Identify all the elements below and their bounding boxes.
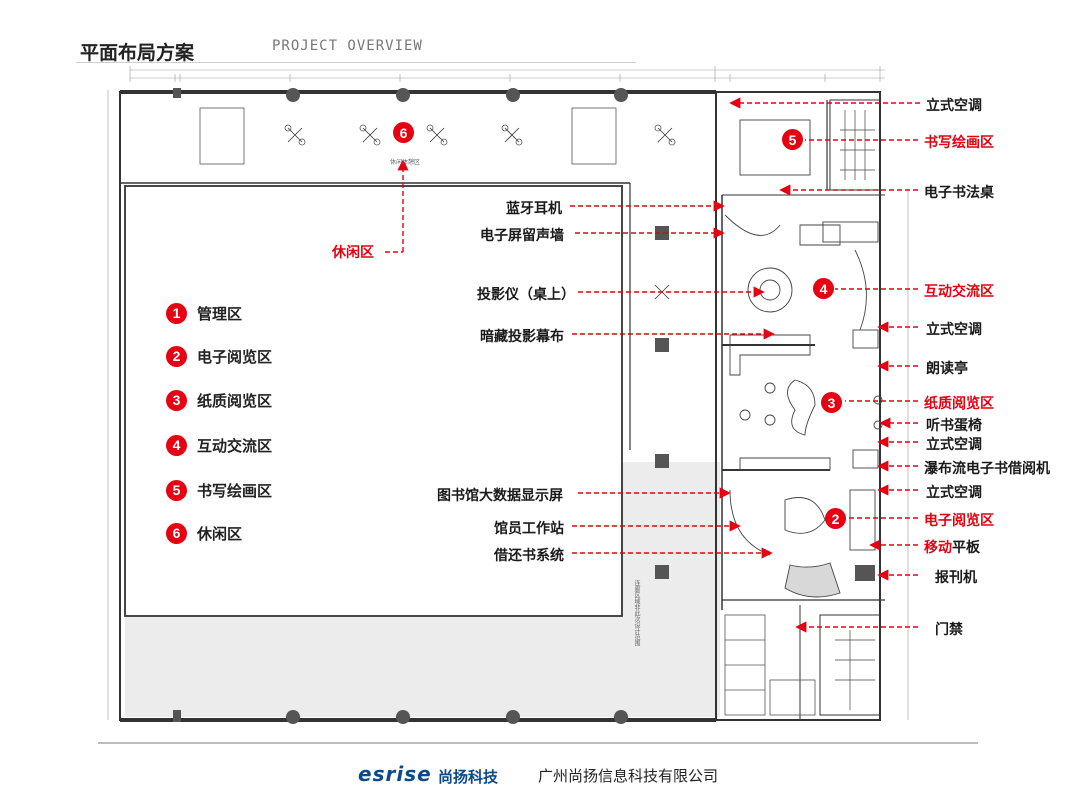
legend-number: 3 — [166, 389, 187, 411]
legend-label: 休闲区 — [197, 524, 243, 543]
callout-calligraphy: 电子书法桌 — [924, 185, 994, 201]
callout-librarian: 馆员工作站 — [494, 521, 564, 537]
restrooms — [724, 614, 816, 716]
reading-furniture — [724, 119, 883, 598]
legend-label: 互动交流区 — [197, 436, 273, 455]
legend-number: 5 — [166, 479, 187, 501]
callout-ac-3: 立式空调 — [926, 437, 982, 453]
legend-number: 4 — [166, 434, 187, 456]
leisure-furniture — [199, 107, 676, 300]
callout-egg-chair: 听书蛋椅 — [926, 418, 982, 434]
legend-number: 1 — [166, 302, 187, 324]
legend-number: 6 — [166, 522, 187, 544]
callout-tablet-red: 移动 — [924, 540, 952, 556]
management-room — [124, 185, 623, 617]
callout-ac-2: 立式空调 — [926, 322, 982, 338]
callout-tablet: 移动平板 — [924, 537, 980, 557]
stairs — [835, 110, 875, 710]
dimension-lines — [107, 66, 909, 720]
callout-lines — [385, 97, 920, 633]
map-marker-interactive: 4 — [813, 278, 834, 299]
page-subtitle: PROJECT OVERVIEW — [272, 38, 423, 54]
legend-item-leisure: 6 休闲区 — [166, 522, 242, 544]
callout-gate: 门禁 — [935, 622, 963, 638]
callout-hidden-screen: 暗藏投影幕布 — [480, 329, 564, 345]
callout-newspaper: 报刊机 — [935, 570, 977, 586]
company-name: 广州尚扬信息科技有限公司 — [538, 767, 719, 785]
legend-item-management: 1 管理区 — [166, 302, 242, 324]
map-marker-writing: 5 — [782, 129, 803, 150]
brand-logo: esrise — [358, 762, 432, 786]
columns — [173, 88, 875, 724]
brand-name: 尚扬科技 — [438, 768, 499, 786]
legend-label: 电子阅览区 — [197, 347, 273, 366]
callout-ac-1: 立式空调 — [926, 98, 982, 114]
page-title: 平面布局方案 — [80, 42, 195, 64]
callout-waterfall: 瀑布流电子书借阅机 — [924, 461, 1050, 477]
corridor-hatch-right — [622, 462, 720, 617]
legend-item-paper-reading: 3 纸质阅览区 — [166, 389, 272, 411]
callout-tablet-black: 平板 — [952, 540, 980, 556]
callout-projector: 投影仪（桌上） — [477, 287, 575, 303]
legend-item-interactive: 4 互动交流区 — [166, 434, 272, 456]
legend-label: 纸质阅览区 — [197, 391, 273, 410]
corridor-hatch-bottom — [125, 617, 720, 717]
map-marker-e-reading: 2 — [825, 508, 846, 529]
leisure-room-note: 休闲体憩区 — [390, 159, 421, 166]
header-divider — [76, 62, 636, 63]
callout-interactive: 互动交流区 — [924, 284, 994, 300]
legend-number: 2 — [166, 345, 187, 367]
callout-writing: 书写绘画区 — [924, 135, 994, 151]
legend-label: 管理区 — [197, 304, 243, 323]
footer-divider — [98, 742, 978, 744]
legend-item-writing: 5 书写绘画区 — [166, 479, 272, 501]
legend-label: 书写绘画区 — [197, 481, 273, 500]
callout-bigdata: 图书馆大数据显示屏 — [437, 488, 563, 504]
callout-paper-reading: 纸质阅览区 — [924, 396, 994, 412]
corridor-note: 连廊区域非此次设计范围 — [633, 580, 640, 646]
callout-return-system: 借还书系统 — [494, 548, 564, 564]
callout-ac-4: 立式空调 — [926, 485, 982, 501]
map-marker-paper-reading: 3 — [821, 392, 842, 413]
callout-leisure: 休闲区 — [332, 245, 374, 261]
map-marker-leisure: 6 — [393, 122, 414, 143]
callout-message-wall: 电子屏留声墙 — [480, 228, 564, 244]
callout-e-reading: 电子阅览区 — [924, 513, 994, 529]
callout-bluetooth: 蓝牙耳机 — [506, 201, 562, 217]
callout-reading-booth: 朗读亭 — [926, 361, 968, 377]
legend-item-e-reading: 2 电子阅览区 — [166, 345, 272, 367]
